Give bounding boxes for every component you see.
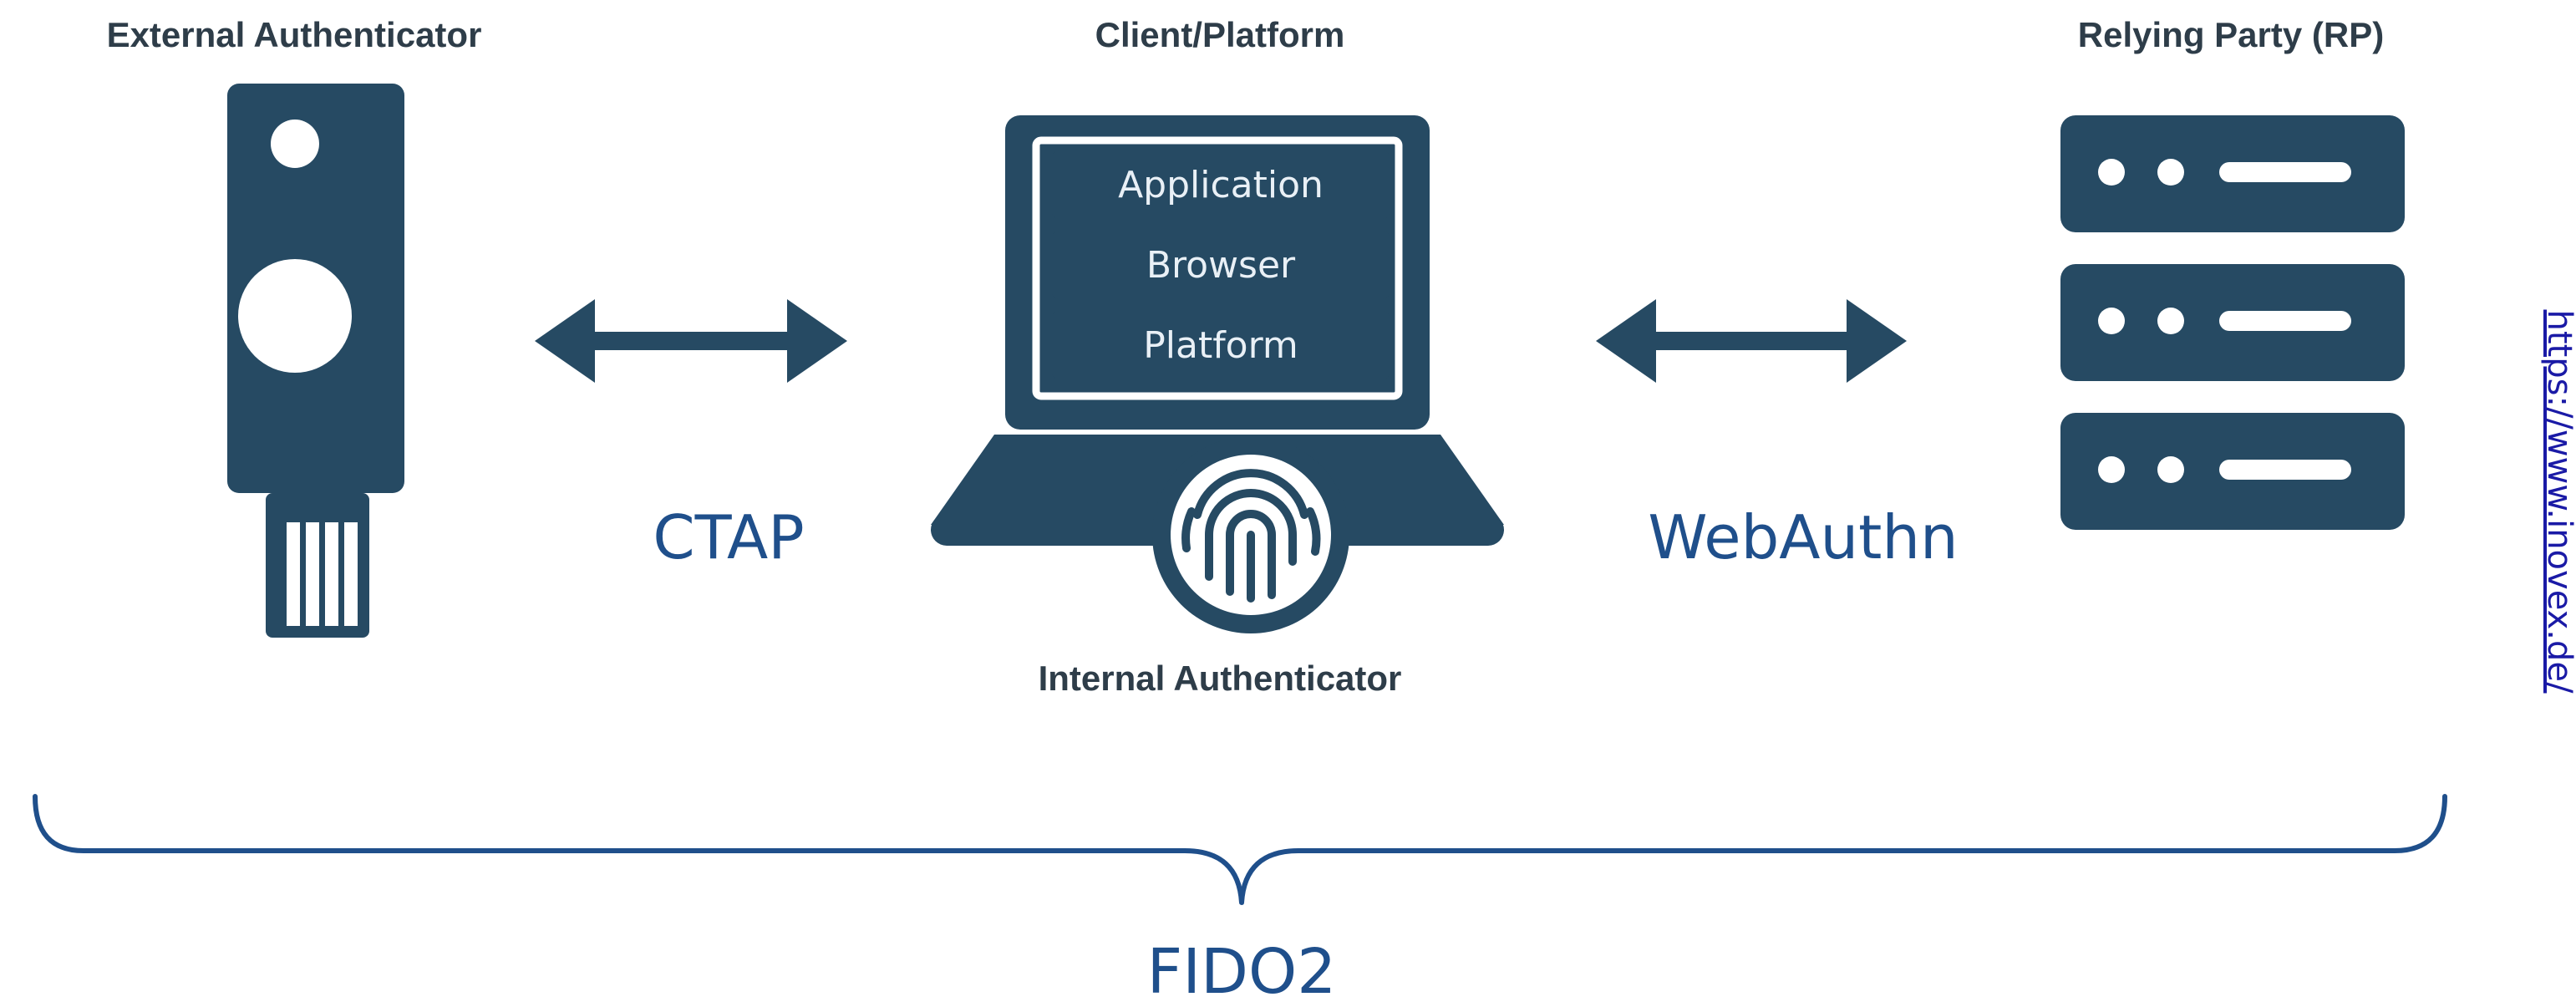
relying-party-title: Relying Party (RP) bbox=[2078, 15, 2384, 54]
layer-browser-label: Browser bbox=[1146, 244, 1296, 287]
laptop-icon bbox=[931, 115, 1504, 546]
layer-application-label: Application bbox=[1118, 164, 1324, 206]
server-unit bbox=[2060, 115, 2405, 232]
internal-authenticator-label: Internal Authenticator bbox=[1039, 659, 1402, 698]
source-link[interactable]: https://www.inovex.de/ bbox=[2540, 310, 2576, 694]
fingerprint-icon bbox=[1152, 436, 1349, 633]
ctap-double-arrow-icon bbox=[535, 299, 847, 383]
server-unit bbox=[2060, 413, 2405, 530]
ctap-label: CTAP bbox=[653, 502, 804, 572]
layer-platform-label: Platform bbox=[1143, 324, 1298, 367]
webauthn-double-arrow-icon bbox=[1596, 299, 1907, 383]
server-stack-icon bbox=[2060, 115, 2405, 530]
client-platform-title: Client/Platform bbox=[1095, 15, 1345, 54]
fido2-curly-brace bbox=[33, 794, 2447, 905]
external-authenticator-title: External Authenticator bbox=[107, 15, 482, 54]
webauthn-label: WebAuthn bbox=[1648, 502, 1958, 572]
usb-security-key-icon bbox=[227, 84, 404, 638]
fido2-label: FIDO2 bbox=[1147, 936, 1337, 1002]
server-unit bbox=[2060, 264, 2405, 381]
